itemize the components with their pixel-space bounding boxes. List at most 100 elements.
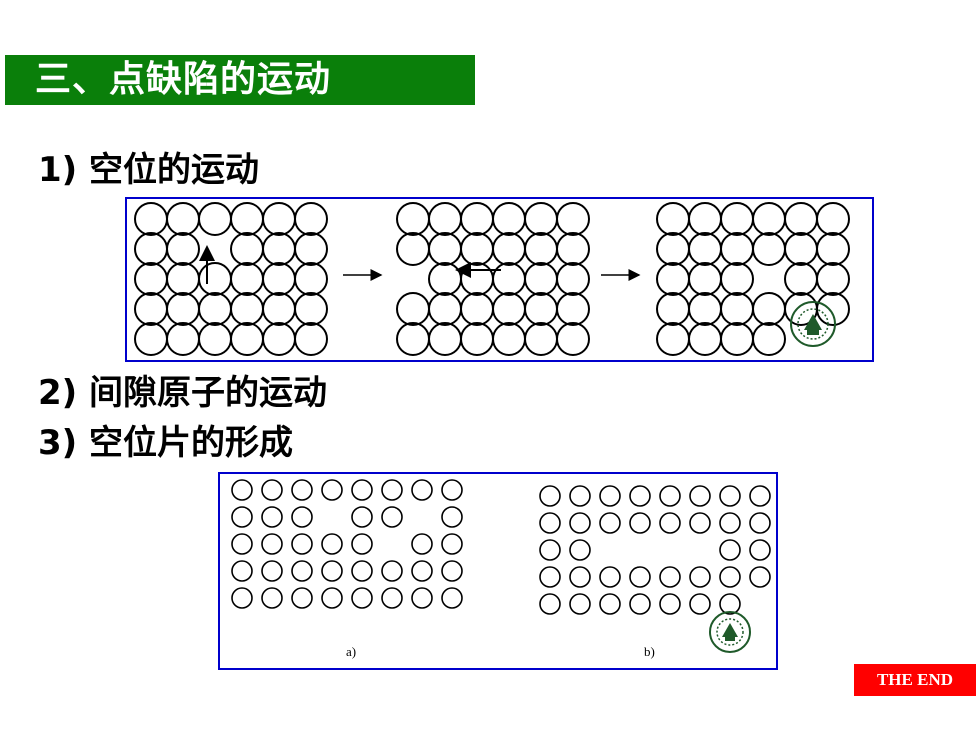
atom-circle (441, 560, 463, 582)
atom-circle (719, 539, 741, 561)
atom-circle (262, 232, 296, 266)
subfigure-label-a: a) (346, 644, 356, 659)
atom-layer-b (539, 485, 771, 615)
atom-circle (411, 587, 433, 609)
atom-circle (524, 232, 558, 266)
atom-circle (656, 202, 690, 236)
atom-circle (599, 566, 621, 588)
atom-circle (816, 232, 850, 266)
atom-circle (688, 292, 722, 326)
atom-circle (492, 292, 526, 326)
atom-circle (599, 593, 621, 615)
atom-circle (460, 322, 494, 356)
atom-circle (134, 232, 168, 266)
atom-circle (659, 566, 681, 588)
atom-circle (321, 587, 343, 609)
atom-circle (381, 587, 403, 609)
atom-circle (230, 322, 264, 356)
atom-circle (816, 292, 850, 326)
atom-circle (720, 232, 754, 266)
atom-circle (719, 485, 741, 507)
atom-circle (599, 485, 621, 507)
atom-circle (294, 232, 328, 266)
atom-circle (411, 560, 433, 582)
atom-circle (492, 262, 526, 296)
atom-circle (134, 292, 168, 326)
vacancy-motion-diagram (134, 202, 850, 356)
atom-circle (351, 587, 373, 609)
atom-circle (198, 292, 232, 326)
atom-circle (460, 262, 494, 296)
atom-circle (656, 262, 690, 296)
atom-circle (689, 485, 711, 507)
atom-circle (396, 202, 430, 236)
atom-circle (720, 262, 754, 296)
atom-circle (689, 593, 711, 615)
atom-circle (539, 485, 561, 507)
atom-circle (230, 232, 264, 266)
atom-circle (166, 232, 200, 266)
atom-circle (556, 322, 590, 356)
atom-circle (556, 262, 590, 296)
atom-circle (411, 533, 433, 555)
atom-circle (231, 587, 253, 609)
atom-circle (396, 292, 430, 326)
atom-circle (261, 479, 283, 501)
atom-circle (261, 533, 283, 555)
atom-circle (784, 262, 818, 296)
atom-circle (629, 566, 651, 588)
atom-circle (752, 232, 786, 266)
atom-circle (321, 560, 343, 582)
atom-circle (396, 232, 430, 266)
atom-circle (569, 566, 591, 588)
atom-circle (231, 533, 253, 555)
atom-circle (719, 566, 741, 588)
atom-circle (134, 202, 168, 236)
atom-circle (749, 566, 771, 588)
vacancy-sheet-diagram: a) b) (231, 479, 771, 659)
atom-circle (381, 479, 403, 501)
atom-circle (291, 506, 313, 528)
atom-circle (441, 533, 463, 555)
atom-circle (599, 512, 621, 534)
atom-lattice-1 (134, 202, 328, 356)
atom-circle (659, 593, 681, 615)
atom-circle (261, 560, 283, 582)
atom-circle (719, 593, 741, 615)
atom-circle (166, 292, 200, 326)
atom-circle (569, 512, 591, 534)
section-title-banner: 三、点缺陷的运动 (5, 55, 475, 105)
atom-circle (539, 512, 561, 534)
atom-circle (262, 262, 296, 296)
heading-vacancy-motion: 1) 空位的运动 (38, 150, 260, 190)
atom-circle (688, 322, 722, 356)
atom-circle (689, 566, 711, 588)
atom-circle (198, 322, 232, 356)
atom-circle (659, 512, 681, 534)
atom-circle (231, 560, 253, 582)
atom-circle (539, 593, 561, 615)
atom-circle (629, 485, 651, 507)
atom-circle (428, 322, 462, 356)
atom-circle (294, 262, 328, 296)
atom-circle (166, 202, 200, 236)
atom-circle (321, 479, 343, 501)
atom-circle (134, 322, 168, 356)
school-seal-icon (790, 301, 836, 347)
atom-circle (231, 479, 253, 501)
atom-circle (441, 506, 463, 528)
school-seal-icon (709, 611, 751, 653)
atom-circle (752, 322, 786, 356)
atom-circle (198, 262, 232, 296)
atom-circle (492, 322, 526, 356)
atom-circle (656, 322, 690, 356)
atom-circle (134, 262, 168, 296)
atom-circle (381, 506, 403, 528)
atom-circle (752, 292, 786, 326)
atom-lattice-2 (396, 202, 590, 356)
atom-circle (629, 593, 651, 615)
atom-circle (396, 322, 430, 356)
atom-circle (230, 262, 264, 296)
atom-circle (294, 322, 328, 356)
atom-circle (351, 506, 373, 528)
